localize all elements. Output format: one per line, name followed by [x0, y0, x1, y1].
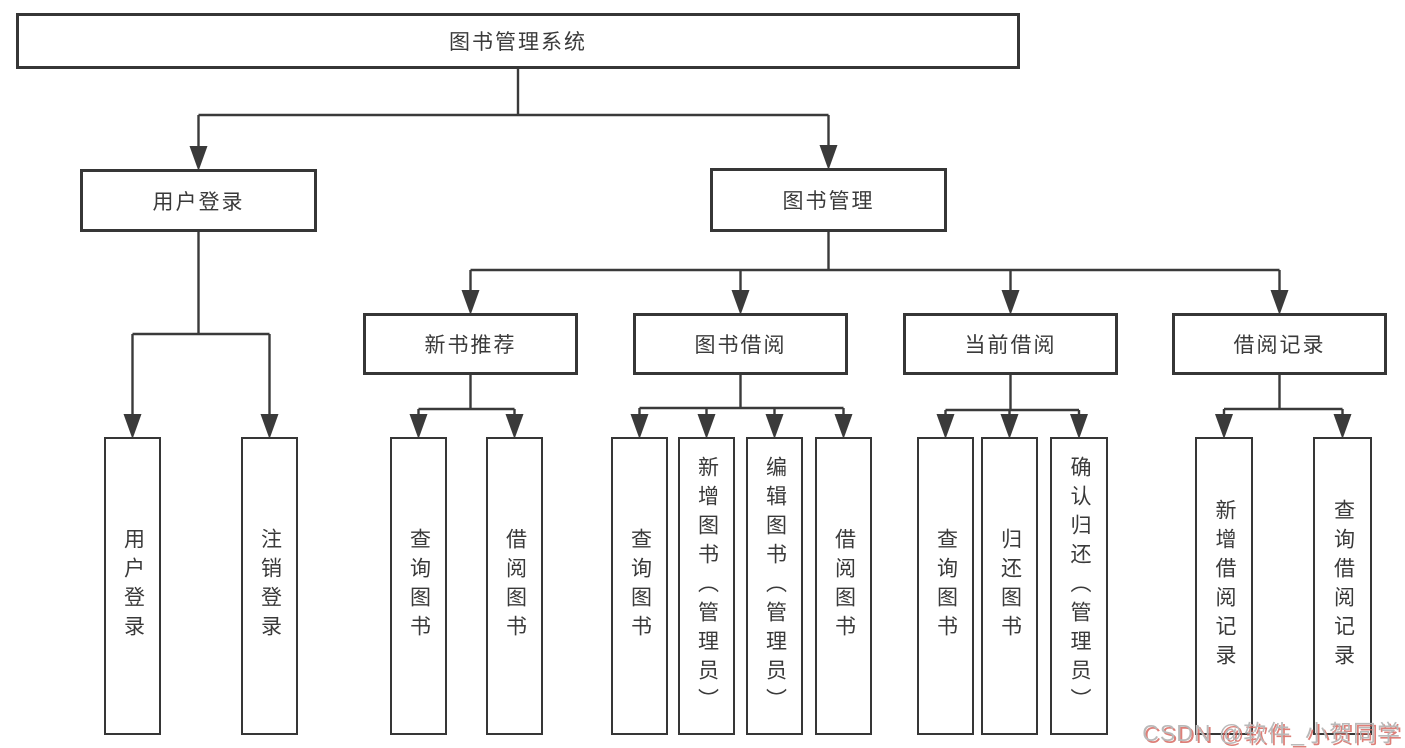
node-d1: 查询图书 — [917, 437, 974, 735]
node-records: 借阅记录 — [1172, 313, 1387, 375]
node-leafLogout: 注销登录 — [241, 437, 298, 735]
node-c2: 新增图书（管理员） — [678, 437, 735, 735]
node-label: 借阅图书 — [832, 528, 856, 644]
arrowhead — [1001, 290, 1020, 315]
node-label: 新增图书（管理员） — [695, 455, 719, 717]
arrowhead — [697, 414, 716, 439]
arrowhead — [505, 414, 524, 439]
node-label: 查询图书 — [934, 528, 958, 644]
node-e2: 查询借阅记录 — [1313, 437, 1372, 735]
node-b1: 查询图书 — [390, 437, 447, 735]
arrowhead — [1000, 414, 1019, 439]
node-label: 查询借阅记录 — [1331, 499, 1355, 673]
arrowhead — [731, 290, 750, 315]
node-bookmgmt: 图书管理 — [710, 168, 947, 232]
node-d3: 确认归还（管理员） — [1050, 437, 1108, 735]
node-label: 编辑图书（管理员） — [763, 455, 787, 717]
node-label: 借阅图书 — [503, 528, 527, 644]
node-label: 新增借阅记录 — [1213, 499, 1236, 673]
arrowhead — [123, 414, 142, 439]
node-label: 图书管理系统 — [449, 31, 587, 54]
node-c3: 编辑图书（管理员） — [746, 437, 803, 735]
node-label: 图书借阅 — [694, 334, 787, 357]
arrowhead — [936, 414, 955, 439]
arrowhead — [819, 145, 838, 170]
arrowhead — [1270, 290, 1289, 315]
arrowhead — [630, 414, 649, 439]
node-e1: 新增借阅记录 — [1195, 437, 1253, 735]
node-label: 借阅记录 — [1233, 334, 1326, 357]
arrowhead — [1215, 414, 1233, 439]
arrowhead — [461, 290, 480, 315]
node-label: 注销登录 — [258, 528, 282, 644]
node-label: 确认归还（管理员） — [1068, 455, 1091, 717]
arrowhead — [409, 414, 428, 439]
node-c4: 借阅图书 — [815, 437, 872, 735]
node-label: 用户登录 — [152, 190, 245, 214]
node-newrec: 新书推荐 — [363, 313, 578, 375]
node-label: 当前借阅 — [964, 334, 1057, 357]
connector-root — [197, 69, 830, 150]
connector-borrow — [638, 375, 845, 418]
node-label: 归还图书 — [998, 528, 1022, 644]
node-label: 查询图书 — [628, 528, 652, 644]
node-current: 当前借阅 — [903, 313, 1118, 375]
node-d2: 归还图书 — [981, 437, 1038, 735]
connector-records — [1222, 375, 1344, 418]
arrowhead — [765, 414, 784, 439]
connector-login — [131, 232, 271, 418]
node-login: 用户登录 — [80, 169, 317, 232]
node-label: 用户登录 — [121, 528, 145, 644]
node-b2: 借阅图书 — [486, 437, 543, 735]
arrowhead — [1333, 414, 1352, 439]
node-leafLogin: 用户登录 — [104, 437, 161, 735]
connector-newrec — [417, 375, 516, 418]
arrowhead — [834, 414, 853, 439]
node-label: 查询图书 — [407, 528, 431, 644]
connector-current — [944, 375, 1081, 418]
arrowhead — [260, 414, 279, 439]
node-label: 新书推荐 — [424, 334, 517, 357]
node-borrow: 图书借阅 — [633, 313, 848, 375]
node-c1: 查询图书 — [611, 437, 668, 735]
node-label: 图书管理 — [782, 190, 875, 213]
connector-bookmgmt — [469, 232, 1281, 294]
arrowhead — [1070, 414, 1088, 439]
node-root: 图书管理系统 — [16, 13, 1020, 69]
arrowhead — [189, 146, 208, 171]
